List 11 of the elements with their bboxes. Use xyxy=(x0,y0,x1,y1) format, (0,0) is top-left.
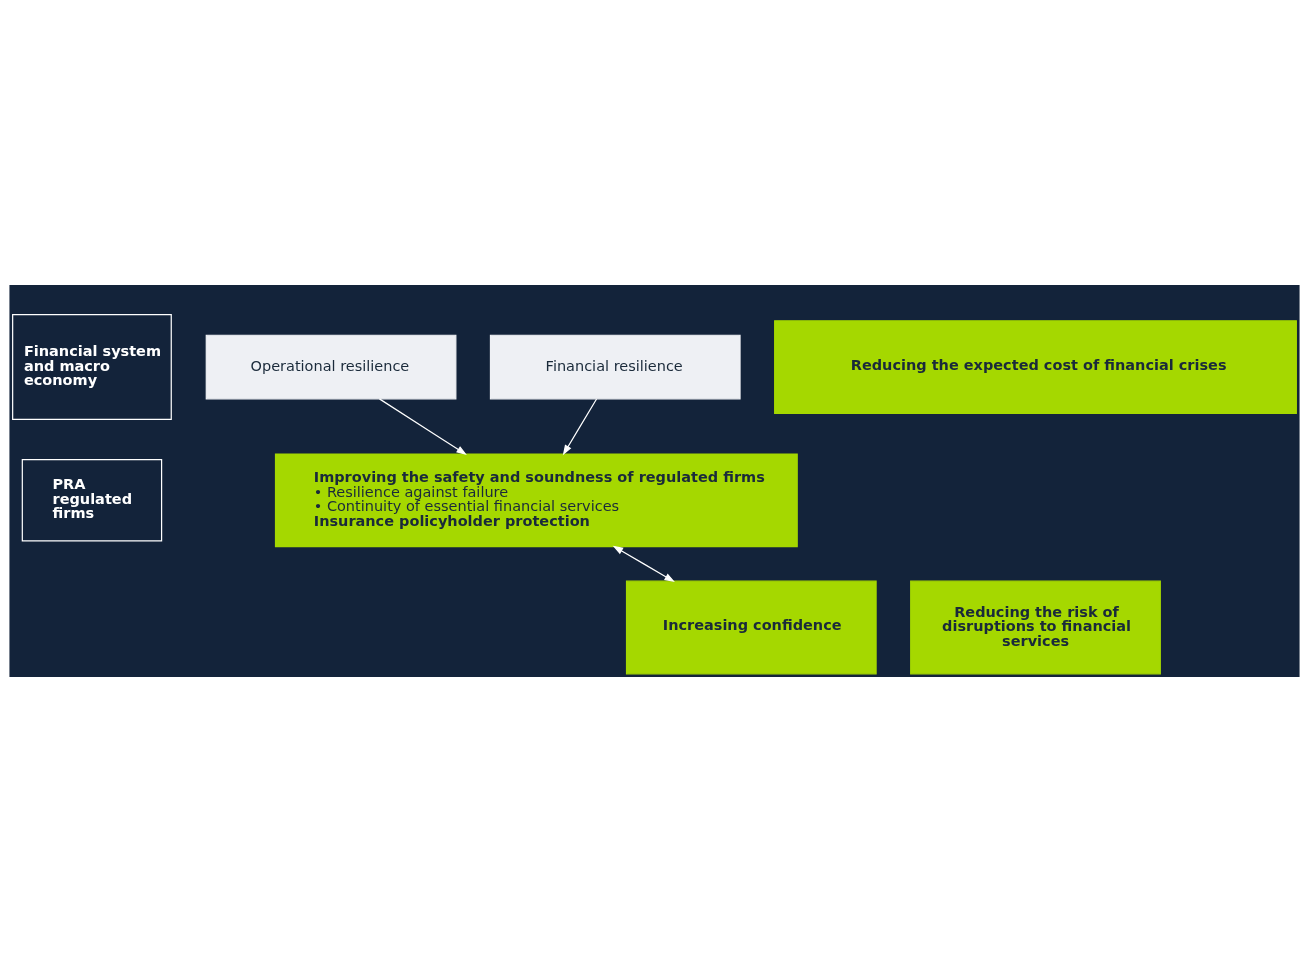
node-box: Financial system and macro economy xyxy=(12,313,172,420)
node-box: Financial resilience xyxy=(489,334,741,399)
node-box: Operational resilience xyxy=(205,334,457,399)
node-box: PRA regulated firms xyxy=(21,458,163,542)
arrow xyxy=(562,397,598,455)
arrow xyxy=(612,545,675,582)
node-box: Reducing the expected cost of financial crises xyxy=(774,319,1297,414)
node-box: Reducing the risk of disruptions to financial services xyxy=(910,580,1161,674)
node-box: Improving the safety and soundness of regulated firms • Resilience against failure • Continuity of essential financial services Insurance policyholder protection xyxy=(274,452,798,547)
arrow xyxy=(378,397,467,455)
node-box: Increasing confidence xyxy=(625,580,877,674)
